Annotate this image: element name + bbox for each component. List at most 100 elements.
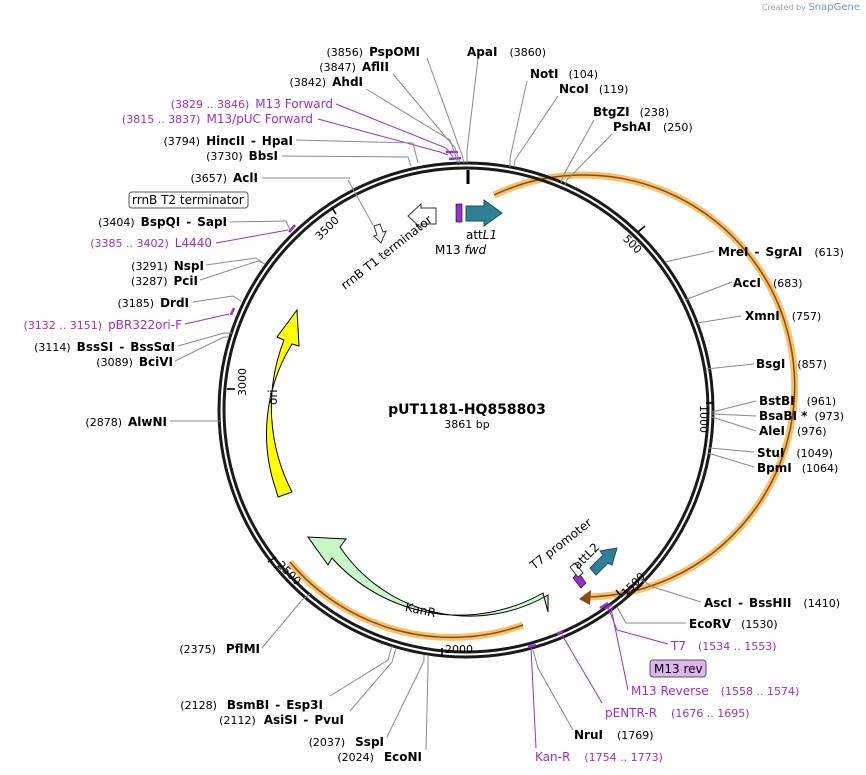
attl1-label-a: att	[466, 228, 483, 242]
primer-l4440: (3385 .. 3402)L4440	[90, 236, 212, 250]
site-econi-pos: (2024)	[337, 751, 374, 764]
site-bsabi-name: BsaBI *	[759, 409, 808, 423]
primer-t7-range: (1534 .. 1553)	[698, 640, 777, 653]
site-ahdi-pos: (3842)	[290, 76, 327, 89]
site-bbsi: (3730)BbsI	[206, 149, 278, 163]
orf-arrowhead	[579, 590, 591, 605]
site-xmni-name: XmnI	[745, 309, 780, 323]
site-bsssi: (3114)BssSI-BssSαI	[34, 340, 175, 354]
rrnb-t2-arrow	[373, 223, 387, 244]
kan-r-marker	[527, 643, 537, 649]
plasmid-name: pUT1181-HQ858803	[388, 402, 546, 418]
site-bsshii-name: BssHII	[749, 596, 791, 610]
kanr-feature	[306, 536, 549, 617]
primer-kan-r-range: (1754 .. 1773)	[584, 751, 663, 764]
pentr-r-leader	[561, 634, 603, 704]
site-bstbi: BstBI(961)	[759, 394, 836, 408]
orf-line	[493, 174, 796, 598]
kan-r-leader	[530, 647, 537, 749]
site-aflii-pos: (3847)	[319, 61, 356, 74]
primer-pentr-r-name: pENTR-R	[605, 706, 657, 720]
tick-3500	[331, 207, 337, 215]
sspi-leader	[386, 655, 425, 738]
econi-leader	[425, 656, 429, 751]
site-sspi: (2037)SspI	[309, 735, 384, 749]
rrnb-t2-label: rrnB T2 terminator	[132, 193, 244, 207]
primer-pbr322ori-f: (3132 .. 3151) pBR322ori-F	[24, 318, 183, 332]
site-acli-pos: (3657)	[190, 172, 227, 185]
tick-1500	[615, 589, 623, 598]
site-bsgi-name: BsgI	[756, 357, 785, 371]
site-bbsi-pos: (3730)	[206, 150, 243, 163]
m13-forward-leader	[335, 103, 454, 158]
site-sspi-pos: (2037)	[309, 736, 346, 749]
ecorv-leader	[616, 606, 686, 624]
site-bstbi-pos: (961)	[807, 395, 837, 408]
stui-leader	[708, 447, 755, 453]
site-ncoi-name: NcoI	[559, 82, 589, 96]
primer-pbr322ori-f-name: pBR322ori-F	[108, 318, 182, 332]
site-ahdi: (3842)AhdI	[290, 75, 363, 89]
site-sgrai-name: SgrAI	[765, 245, 802, 259]
site-econi: (2024)EcoNI	[337, 750, 422, 764]
l4440-leader	[215, 229, 289, 244]
nrui-leader	[532, 649, 574, 731]
site-stui: StuI (1049)	[757, 446, 833, 460]
primer-m13-forward-range: (3829 .. 3846)	[171, 98, 250, 111]
primer-m13-puc-forward-range: (3815 .. 3837)	[122, 113, 201, 126]
site-noti-name: NotI	[530, 67, 559, 81]
t7-leader	[607, 606, 669, 645]
m13-rev-box	[649, 659, 707, 678]
primer-markers	[229, 150, 612, 649]
site-stui-name: StuI	[757, 446, 784, 460]
ori-feature	[266, 308, 300, 498]
site-ecorv-pos: (1530)	[741, 618, 778, 631]
site-drdi: (3185)DrdI	[117, 296, 189, 310]
site-alwni-name: AlwNI	[128, 415, 167, 429]
site-acci-pos: (683)	[773, 277, 803, 290]
m13-fwd-feature	[455, 203, 463, 223]
site-bspqi-name: BspQI	[141, 215, 181, 229]
site-acci-name: AccI	[733, 276, 761, 290]
primer-pbr322ori-f-range: (3132 .. 3151)	[24, 319, 103, 332]
site-alei-name: AleI	[759, 424, 785, 438]
site-sapi-name: SapI	[197, 215, 227, 229]
apai-leader	[466, 57, 479, 163]
site-acli: (3657)AclI	[190, 171, 258, 185]
site-apai-name: ApaI	[467, 45, 497, 59]
tick-marks	[227, 207, 714, 656]
site-asisi-pos: (2112)	[219, 714, 256, 727]
site-bsmbi-pos: (2128)	[180, 699, 217, 712]
pflmi-leader	[261, 593, 311, 649]
site-nrui: NruI(1769)	[574, 728, 654, 742]
bpmi-leader	[707, 452, 755, 468]
kanr-label: KanR	[404, 600, 437, 620]
site-pflmi-pos: (2375)	[179, 643, 216, 656]
alei-leader	[711, 416, 757, 432]
site-pcii-name: PciI	[174, 274, 199, 288]
tick-500	[637, 225, 646, 233]
site-aflii: (3847)AflII	[319, 60, 389, 74]
site-hpai-name: HpaI	[262, 134, 293, 148]
tick-2500	[267, 556, 277, 563]
primer-m13-forward: (3829 .. 3846)M13 Forward	[171, 97, 333, 111]
primer-kan-r-name: Kan-R	[535, 750, 570, 764]
l4440-marker	[288, 224, 296, 233]
ahdi-leader	[365, 88, 459, 164]
primer-m13-reverse-range: (1558 .. 1574)	[721, 685, 800, 698]
site-pspomi-pos: (3856)	[326, 46, 363, 59]
site-alei: AleI(976)	[759, 424, 827, 438]
mrei-leader	[664, 250, 715, 263]
site-pvui-name: PvuI	[314, 713, 344, 727]
site-stui-pos: (1049)	[796, 447, 833, 460]
site-bcivi-pos: (3089)	[96, 356, 133, 369]
site-nspi-name: NspI	[174, 259, 204, 273]
m13-reverse-leader	[610, 607, 629, 691]
site-bspqi-pos: (3404)	[98, 216, 135, 229]
site-alwni: (2878)AlwNI	[85, 415, 167, 429]
site-pshai-name: PshAI	[613, 120, 651, 134]
asci-leader	[639, 578, 702, 603]
site-bpmi-name: BpmI	[757, 461, 792, 475]
site-bpmi-pos: (1064)	[802, 462, 839, 475]
